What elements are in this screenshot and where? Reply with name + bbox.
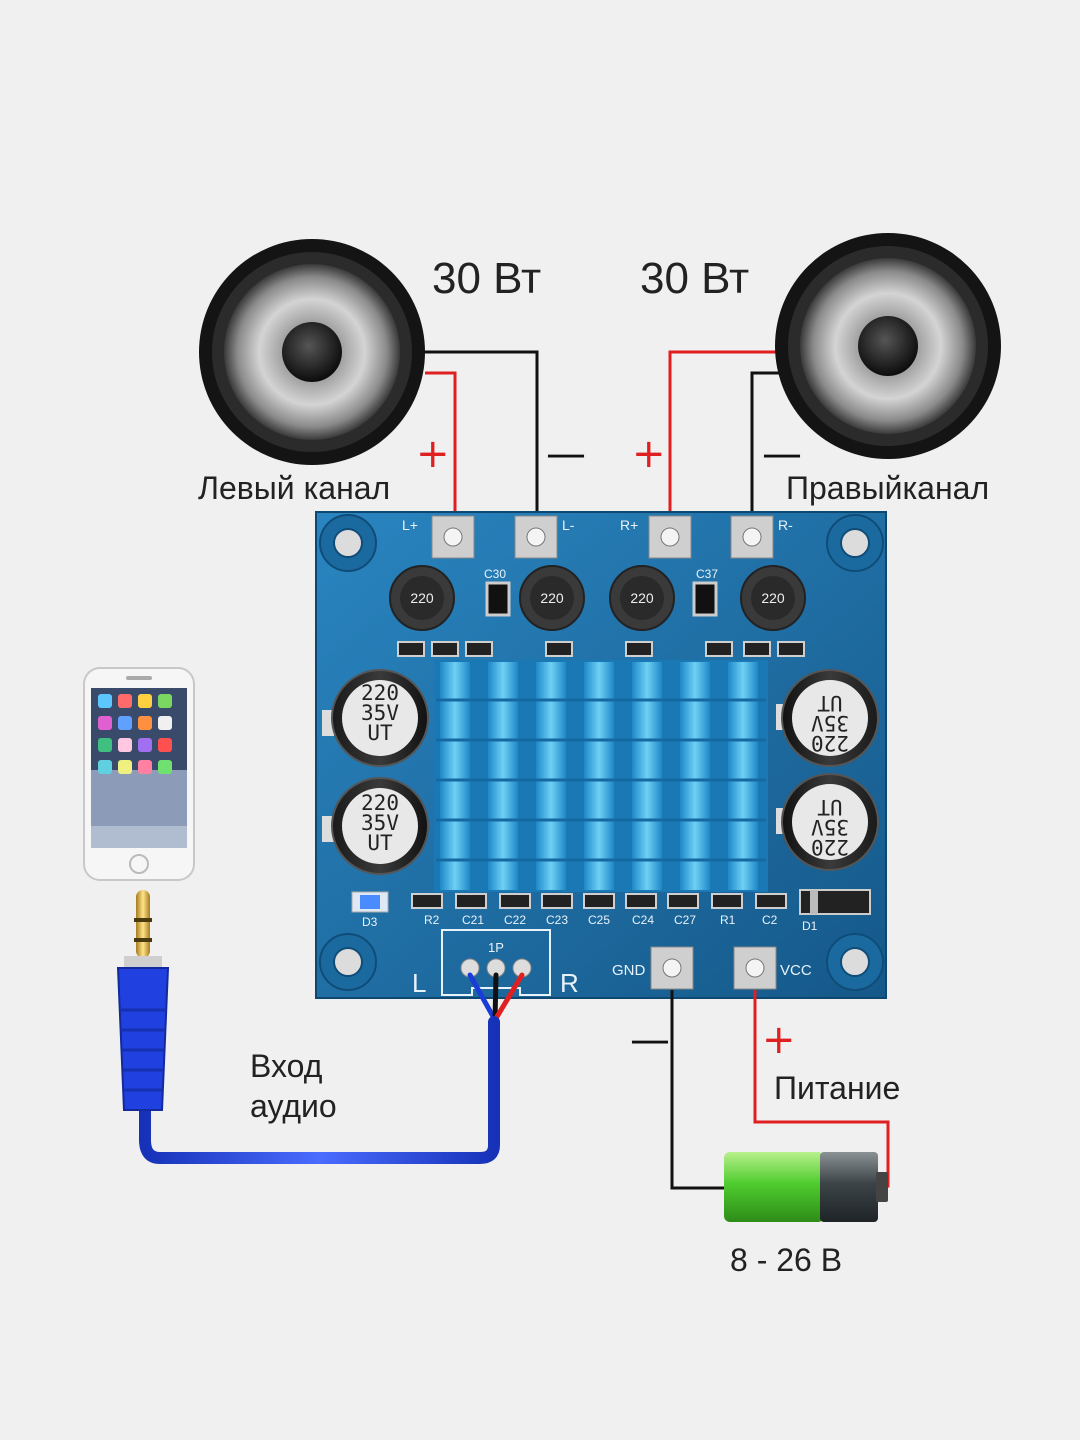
smd-label: C27 xyxy=(674,913,696,927)
gnd-wire xyxy=(670,990,728,1190)
svg-text:UT: UT xyxy=(367,831,393,855)
smd-label: C22 xyxy=(504,913,526,927)
svg-text:220: 220 xyxy=(540,590,564,606)
inductor: 220 xyxy=(519,565,585,631)
terminal-label-l-plus: L+ xyxy=(402,517,418,533)
terminal-labels: L+ L- R+ R- xyxy=(402,517,793,533)
diode-label: D1 xyxy=(802,919,818,933)
power-terminals: GND VCC xyxy=(612,946,812,990)
mounting-holes xyxy=(319,514,884,991)
connector-label: 1P xyxy=(488,940,504,955)
audio-input-label-line2: аудио xyxy=(250,1088,337,1124)
left-channel-label: Левый канал xyxy=(198,470,391,506)
right-plus-wire xyxy=(668,350,780,530)
audio-input-label-line1: Вход xyxy=(250,1048,323,1084)
smd-bottom: D3 R2 C21 C22 C23 C25 C24 C27 R1 xyxy=(351,889,871,933)
phone xyxy=(83,667,195,881)
smd-label: C23 xyxy=(546,913,568,927)
audio-jack-plug xyxy=(116,890,170,1111)
right-minus-sign: — xyxy=(762,431,802,477)
svg-text:35V: 35V xyxy=(811,815,849,839)
inductor: 220 xyxy=(609,565,675,631)
smd-label-c37: C37 xyxy=(696,567,718,581)
power-supply-label: Питание xyxy=(774,1070,901,1106)
smd-label: C24 xyxy=(632,913,654,927)
smd-label-c30: C30 xyxy=(484,567,506,581)
capacitor-left-bottom: 220 35V UT xyxy=(322,777,429,875)
svg-text:220: 220 xyxy=(410,590,434,606)
input-label-l: L xyxy=(412,968,426,998)
right-channel-label: Правыйканал xyxy=(786,470,990,506)
right-power-label: 30 Вт xyxy=(640,254,750,303)
capacitor-left-top: 220 35V UT xyxy=(322,669,429,767)
svg-text:220: 220 xyxy=(630,590,654,606)
right-speaker xyxy=(775,233,1001,459)
inductor: 220 xyxy=(740,565,806,631)
voltage-range-label: 8 - 26 В xyxy=(730,1242,843,1278)
svg-text:35V: 35V xyxy=(361,701,399,725)
audio-cable xyxy=(139,1016,500,1164)
terminal-label-r-plus: R+ xyxy=(620,517,638,533)
heatsink xyxy=(434,660,768,892)
left-minus-wire xyxy=(420,350,539,530)
smd-label: C21 xyxy=(462,913,484,927)
capacitor-right-top: 220 35V UT xyxy=(776,669,879,767)
gnd-label: GND xyxy=(612,962,646,979)
left-plus-wire xyxy=(425,371,457,530)
speaker-terminals xyxy=(431,515,774,559)
left-speaker xyxy=(199,239,425,465)
svg-text:UT: UT xyxy=(367,721,393,745)
capacitor-right-bottom: 220 35V UT xyxy=(776,773,879,871)
inductor: 220 xyxy=(389,565,455,631)
input-label-r: R xyxy=(560,968,579,998)
left-power-label: 30 Вт xyxy=(432,254,542,303)
vcc-plus-sign: + xyxy=(762,1017,796,1063)
smd-label: R2 xyxy=(424,913,440,927)
svg-text:220: 220 xyxy=(761,590,785,606)
speaker-wires xyxy=(420,350,782,530)
right-minus-wire xyxy=(750,371,782,530)
smd-label: C25 xyxy=(588,913,610,927)
svg-text:35V: 35V xyxy=(361,811,399,835)
smd-label: C2 xyxy=(762,913,778,927)
gnd-minus-sign: — xyxy=(630,1017,670,1063)
left-minus-sign: — xyxy=(546,431,586,477)
svg-text:220: 220 xyxy=(811,835,849,859)
svg-text:220: 220 xyxy=(811,731,849,755)
input-connector: 1P L R xyxy=(412,929,579,998)
svg-text:220: 220 xyxy=(361,791,399,815)
terminal-label-r-minus: R- xyxy=(778,517,793,533)
smd-top: C30 C37 xyxy=(397,567,805,657)
right-plus-sign: + xyxy=(632,431,666,477)
inductors: 220 220 220 220 xyxy=(389,565,806,631)
svg-text:35V: 35V xyxy=(811,711,849,735)
svg-text:220: 220 xyxy=(361,681,399,705)
svg-text:UT: UT xyxy=(817,795,843,819)
capacitors: 220 35V UT 220 35V UT 220 35 xyxy=(322,669,879,875)
battery xyxy=(724,1152,888,1222)
left-plus-sign: + xyxy=(416,431,450,477)
input-wires xyxy=(467,972,525,1023)
terminal-label-l-minus: L- xyxy=(562,517,575,533)
amplifier-board: L+ L- R+ R- 220 220 xyxy=(315,511,887,999)
led-label: D3 xyxy=(362,915,378,929)
svg-text:UT: UT xyxy=(817,691,843,715)
vcc-label: VCC xyxy=(780,962,812,979)
smd-label: R1 xyxy=(720,913,736,927)
